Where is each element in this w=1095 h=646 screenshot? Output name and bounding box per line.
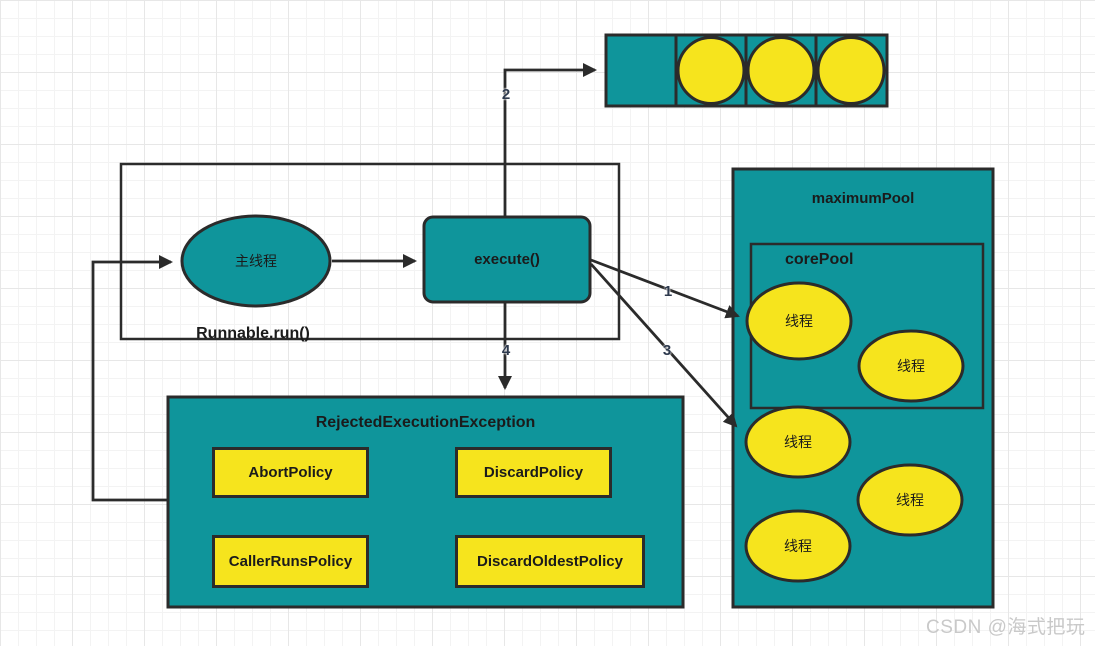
thread-ellipse — [857, 329, 965, 403]
task-queue — [604, 33, 889, 108]
execute-box — [422, 215, 592, 304]
queued-task-circle — [746, 36, 816, 105]
main-thread-ellipse — [180, 214, 332, 308]
arrow-execute-to-maximumpool — [589, 263, 738, 428]
queued-task-circle — [676, 36, 746, 105]
runnable-container-box — [119, 162, 621, 341]
watermark: CSDN @海式把玩 — [926, 617, 1086, 638]
arrow-rejection-to-main-thread — [91, 255, 173, 502]
policy-abort: AbortPolicy — [212, 447, 369, 498]
policy-caller-runs: CallerRunsPolicy — [212, 535, 369, 588]
policy-discard-oldest: DiscardOldestPolicy — [455, 535, 645, 588]
policy-discard: DiscardPolicy — [455, 447, 612, 498]
queued-task-circle — [816, 36, 886, 105]
thread-ellipse — [744, 509, 852, 583]
arrow-execute-to-corepool — [590, 258, 740, 319]
thread-ellipse — [745, 281, 853, 361]
arrow-execute-to-queue — [503, 63, 597, 216]
thread-ellipse — [856, 463, 964, 537]
thread-ellipse — [744, 405, 852, 479]
